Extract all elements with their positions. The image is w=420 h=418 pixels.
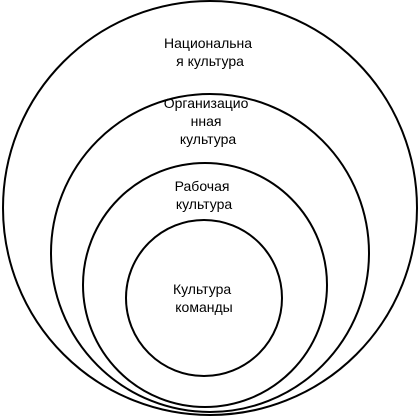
label-organizational-culture-line-3: культура [180,131,237,147]
label-national-culture-line-1: Национальна [164,35,252,51]
label-work-culture-line-2: культура [176,196,233,212]
label-national-culture: Национальна я культура [164,35,256,69]
label-work-culture-line-1: Рабочая [175,178,230,194]
label-team-culture: Культура команды [173,281,235,315]
label-team-culture-line-2: команды [175,299,232,315]
level-work-culture: Рабочая культура [82,162,328,408]
label-team-culture-line-1: Культура [173,281,231,297]
ring-team-culture [125,219,283,377]
level-team-culture: Культура команды [125,219,283,377]
label-organizational-culture: Организацио нная культура [164,95,253,147]
level-organizational-culture: Организацио нная культура [50,93,370,413]
ring-work-culture [82,162,328,408]
label-organizational-culture-line-1: Организацио [164,95,249,111]
label-organizational-culture-line-2: нная [191,113,222,129]
label-work-culture: Рабочая культура [175,178,234,212]
ring-organizational-culture [50,93,370,413]
label-national-culture-line-2: я культура [176,53,244,69]
